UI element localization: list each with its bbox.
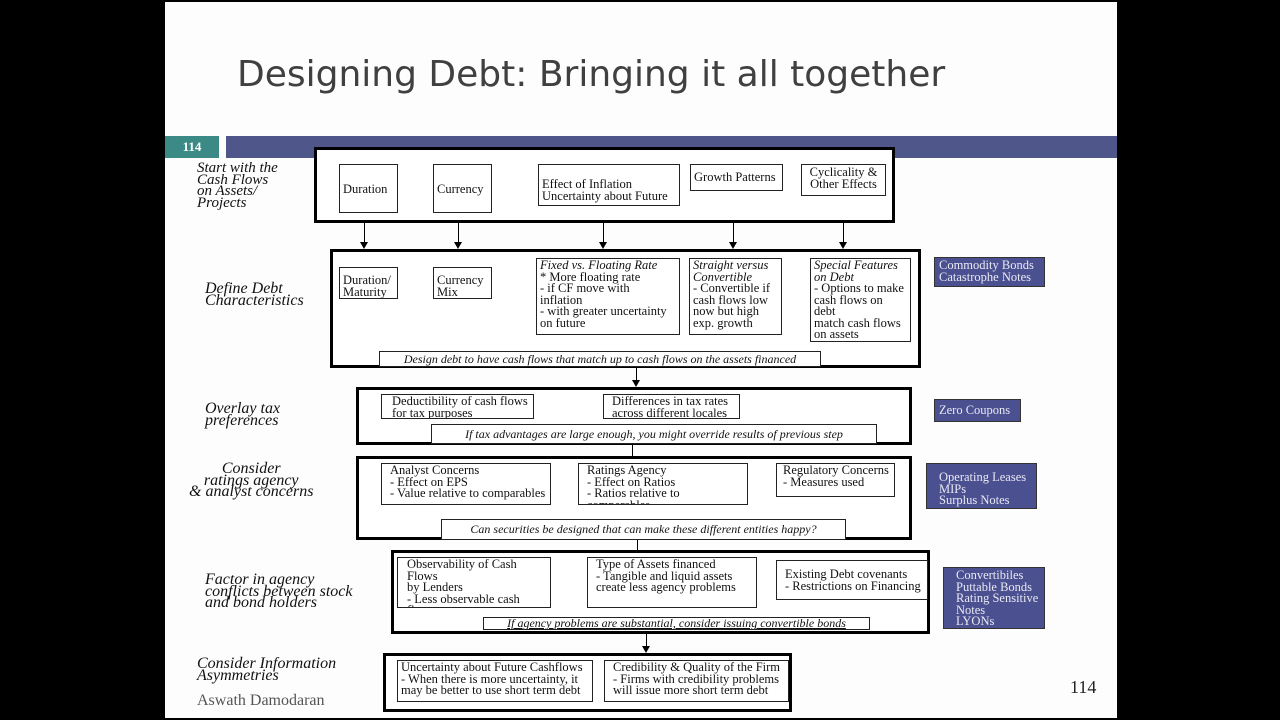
note-tax-advantages: If tax advantages are large enough, you … [431,424,877,444]
arrow-icon [599,242,607,249]
note-convertible: If agency problems are substantial, cons… [483,617,870,630]
box-body: * More floating rate - if CF move with i… [540,269,667,330]
box-observability: Observability of Cash Flows by Lenders -… [397,557,551,608]
box-special-features: Special Features on Debt- Options to mak… [810,258,911,342]
box-uncertainty: Uncertainty about Future Cashflows - Whe… [397,660,593,702]
arrow-icon [632,380,640,387]
arrow-icon [642,646,650,653]
box-body: - Options to make cash flows on debt mat… [814,281,904,341]
note-securities: Can securities be designed that can make… [441,519,846,540]
side-operating-leases: Operating Leases MIPs Surplus Notes [926,463,1037,509]
box-regulatory: Regulatory Concerns - Measures used [776,463,895,497]
box-duration-maturity: Duration/ Maturity [339,267,398,299]
connector [636,366,637,384]
box-heading: Special Features on Debt [814,258,898,284]
box-straight-convertible: Straight versus Convertible- Convertible… [689,258,782,335]
arrow-icon [360,242,368,249]
box-body: - Convertible if cash flows low now but … [693,281,771,330]
slide: Designing Debt: Bringing it all together… [165,2,1117,718]
box-asset-type: Type of Assets financed - Tangible and l… [587,557,757,608]
connector [458,223,459,246]
slide-title: Designing Debt: Bringing it all together [237,54,946,95]
label-ratings: Consider ratings agency & analyst concer… [189,460,314,500]
side-commodity-bonds: Commodity Bonds Catastrophe Notes [934,257,1045,287]
box-fixed-floating: Fixed vs. Floating Rate* More floating r… [536,258,680,335]
box-currency-mix: Currency Mix [433,267,492,299]
box-growth: Growth Patterns [690,164,783,191]
box-inflation: Effect of Inflation Uncertainty about Fu… [538,164,680,206]
label-agency: Factor in agency conflicts between stock… [205,571,353,611]
box-analyst: Analyst Concerns - Effect on EPS - Value… [381,463,551,505]
label-cash-flows: Start with the Cash Flows on Assets/ Pro… [197,160,278,211]
box-heading: Fixed vs. Floating Rate [540,258,658,272]
box-deductibility: Deductibility of cash flows for tax purp… [381,394,534,419]
box-duration: Duration [339,164,398,213]
box-cyclicality: Cyclicality & Other Effects [801,164,886,196]
box-heading: Straight versus Convertible [693,258,769,284]
side-zero-coupons: Zero Coupons [934,399,1021,422]
box-credibility: Credibility & Quality of the Firm - Firm… [604,660,789,702]
label-information: Consider Information Asymmetries [197,655,337,684]
slide-number-badge: 114 [165,136,219,158]
connector [637,539,638,552]
note-design-debt: Design debt to have cash flows that matc… [379,351,821,367]
connector [646,632,647,650]
arrow-icon [839,242,847,249]
connector [843,223,844,246]
box-tax-differences: Differences in tax rates across differen… [603,394,740,419]
connector [364,223,365,246]
box-covenants: Existing Debt covenants - Restrictions o… [776,560,928,600]
arrow-icon [454,242,462,249]
side-convertibles: Convertibiles Puttable Bonds Rating Sens… [943,567,1045,629]
box-currency: Currency [433,164,492,213]
connector [632,444,633,458]
label-define-debt: Define Debt Characteristics [205,280,304,309]
connector [733,223,734,246]
box-ratings-agency: Ratings Agency - Effect on Ratios - Rati… [578,463,748,505]
arrow-icon [729,242,737,249]
page-number: 114 [1070,677,1097,697]
label-tax: Overlay tax preferences [205,400,281,429]
footer-author: Aswath Damodaran [197,692,325,709]
connector [603,223,604,246]
